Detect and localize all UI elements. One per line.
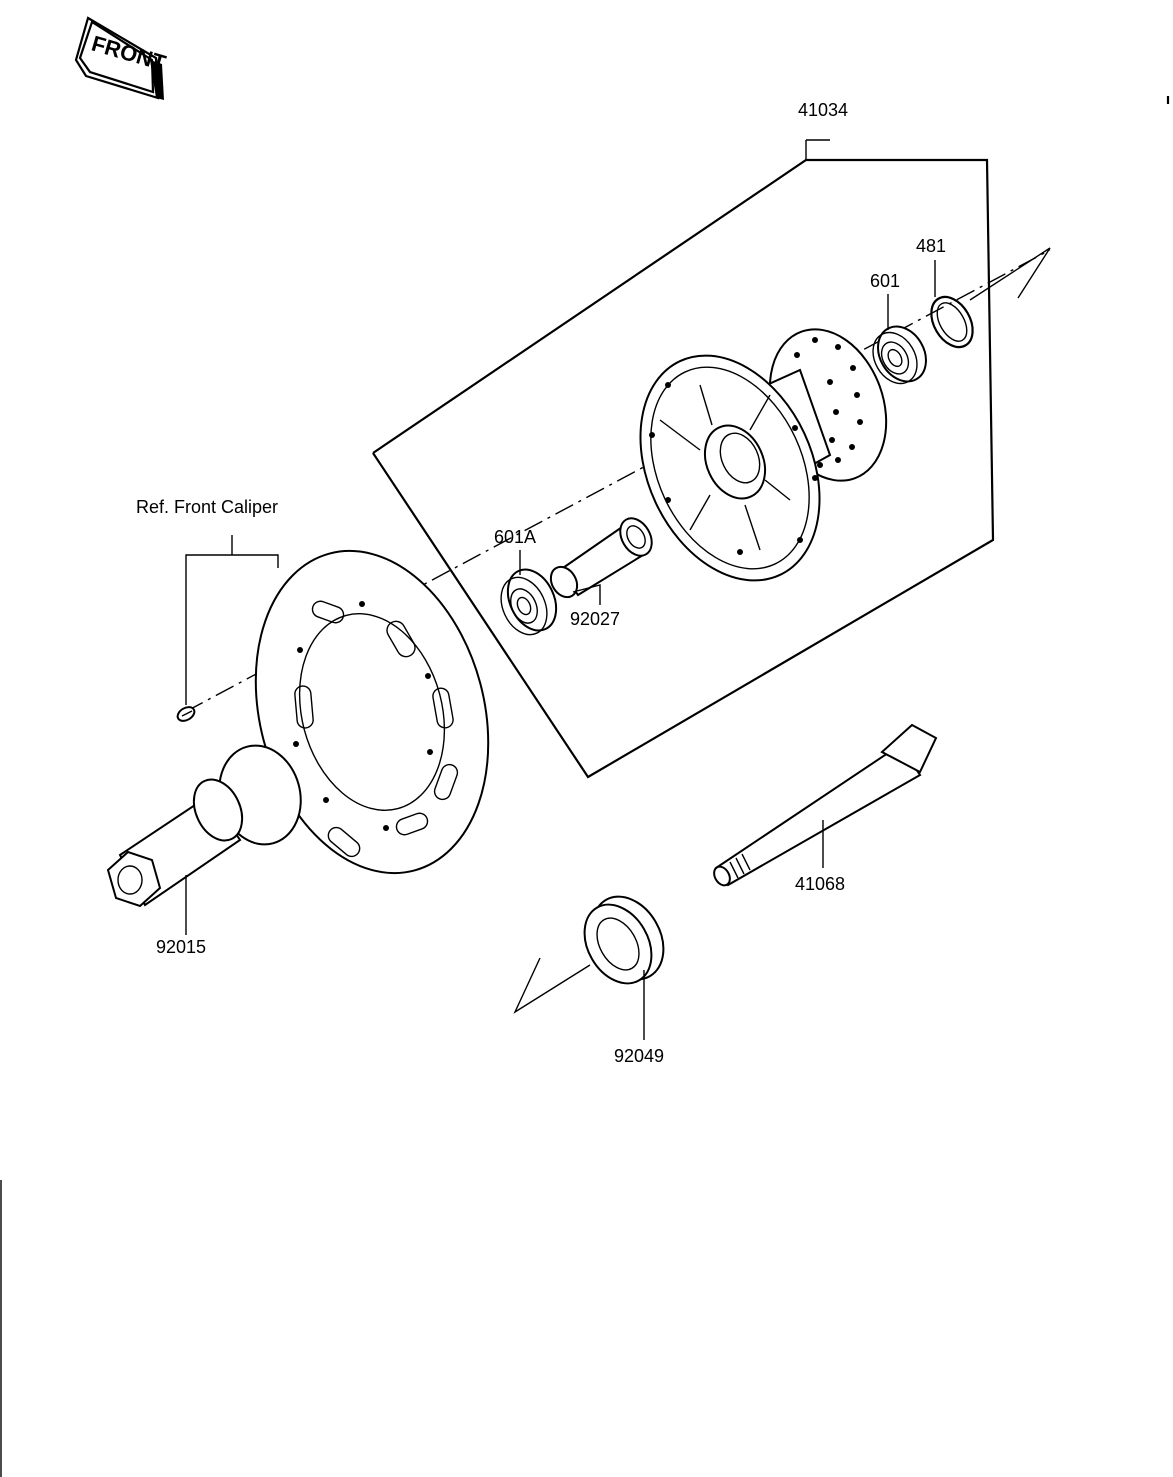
break-marker-bottom	[513, 957, 591, 1014]
collar-92027	[549, 517, 653, 599]
hub-group-outline	[372, 139, 995, 779]
disc-screw	[176, 706, 196, 722]
part-label-41034: 41034	[798, 100, 848, 120]
part-label-601: 601	[870, 271, 900, 291]
brake-disc	[254, 549, 490, 875]
bearing-601	[872, 325, 927, 385]
axle-41068	[713, 723, 938, 887]
part-label-41068: 41068	[795, 874, 845, 894]
part-label-92027: 92027	[570, 609, 620, 629]
part-label-92015: 92015	[156, 937, 206, 957]
part-label-481: 481	[916, 236, 946, 256]
reference-bracket	[185, 535, 279, 705]
reference-label: Ref. Front Caliper	[136, 497, 278, 517]
front-arrow-icon: FRONT	[74, 16, 169, 100]
axis-centerline	[184, 249, 1051, 713]
part-label-92049: 92049	[614, 1046, 664, 1066]
oil-seal-92049	[583, 895, 665, 985]
spacer-92015	[106, 744, 302, 908]
break-marker-top	[969, 247, 1051, 301]
bearing-601a	[500, 568, 558, 636]
hub-body	[639, 328, 888, 582]
front-label: FRONT	[89, 31, 169, 76]
part-label-601a: 601A	[494, 527, 536, 547]
circlip-481	[930, 295, 974, 349]
